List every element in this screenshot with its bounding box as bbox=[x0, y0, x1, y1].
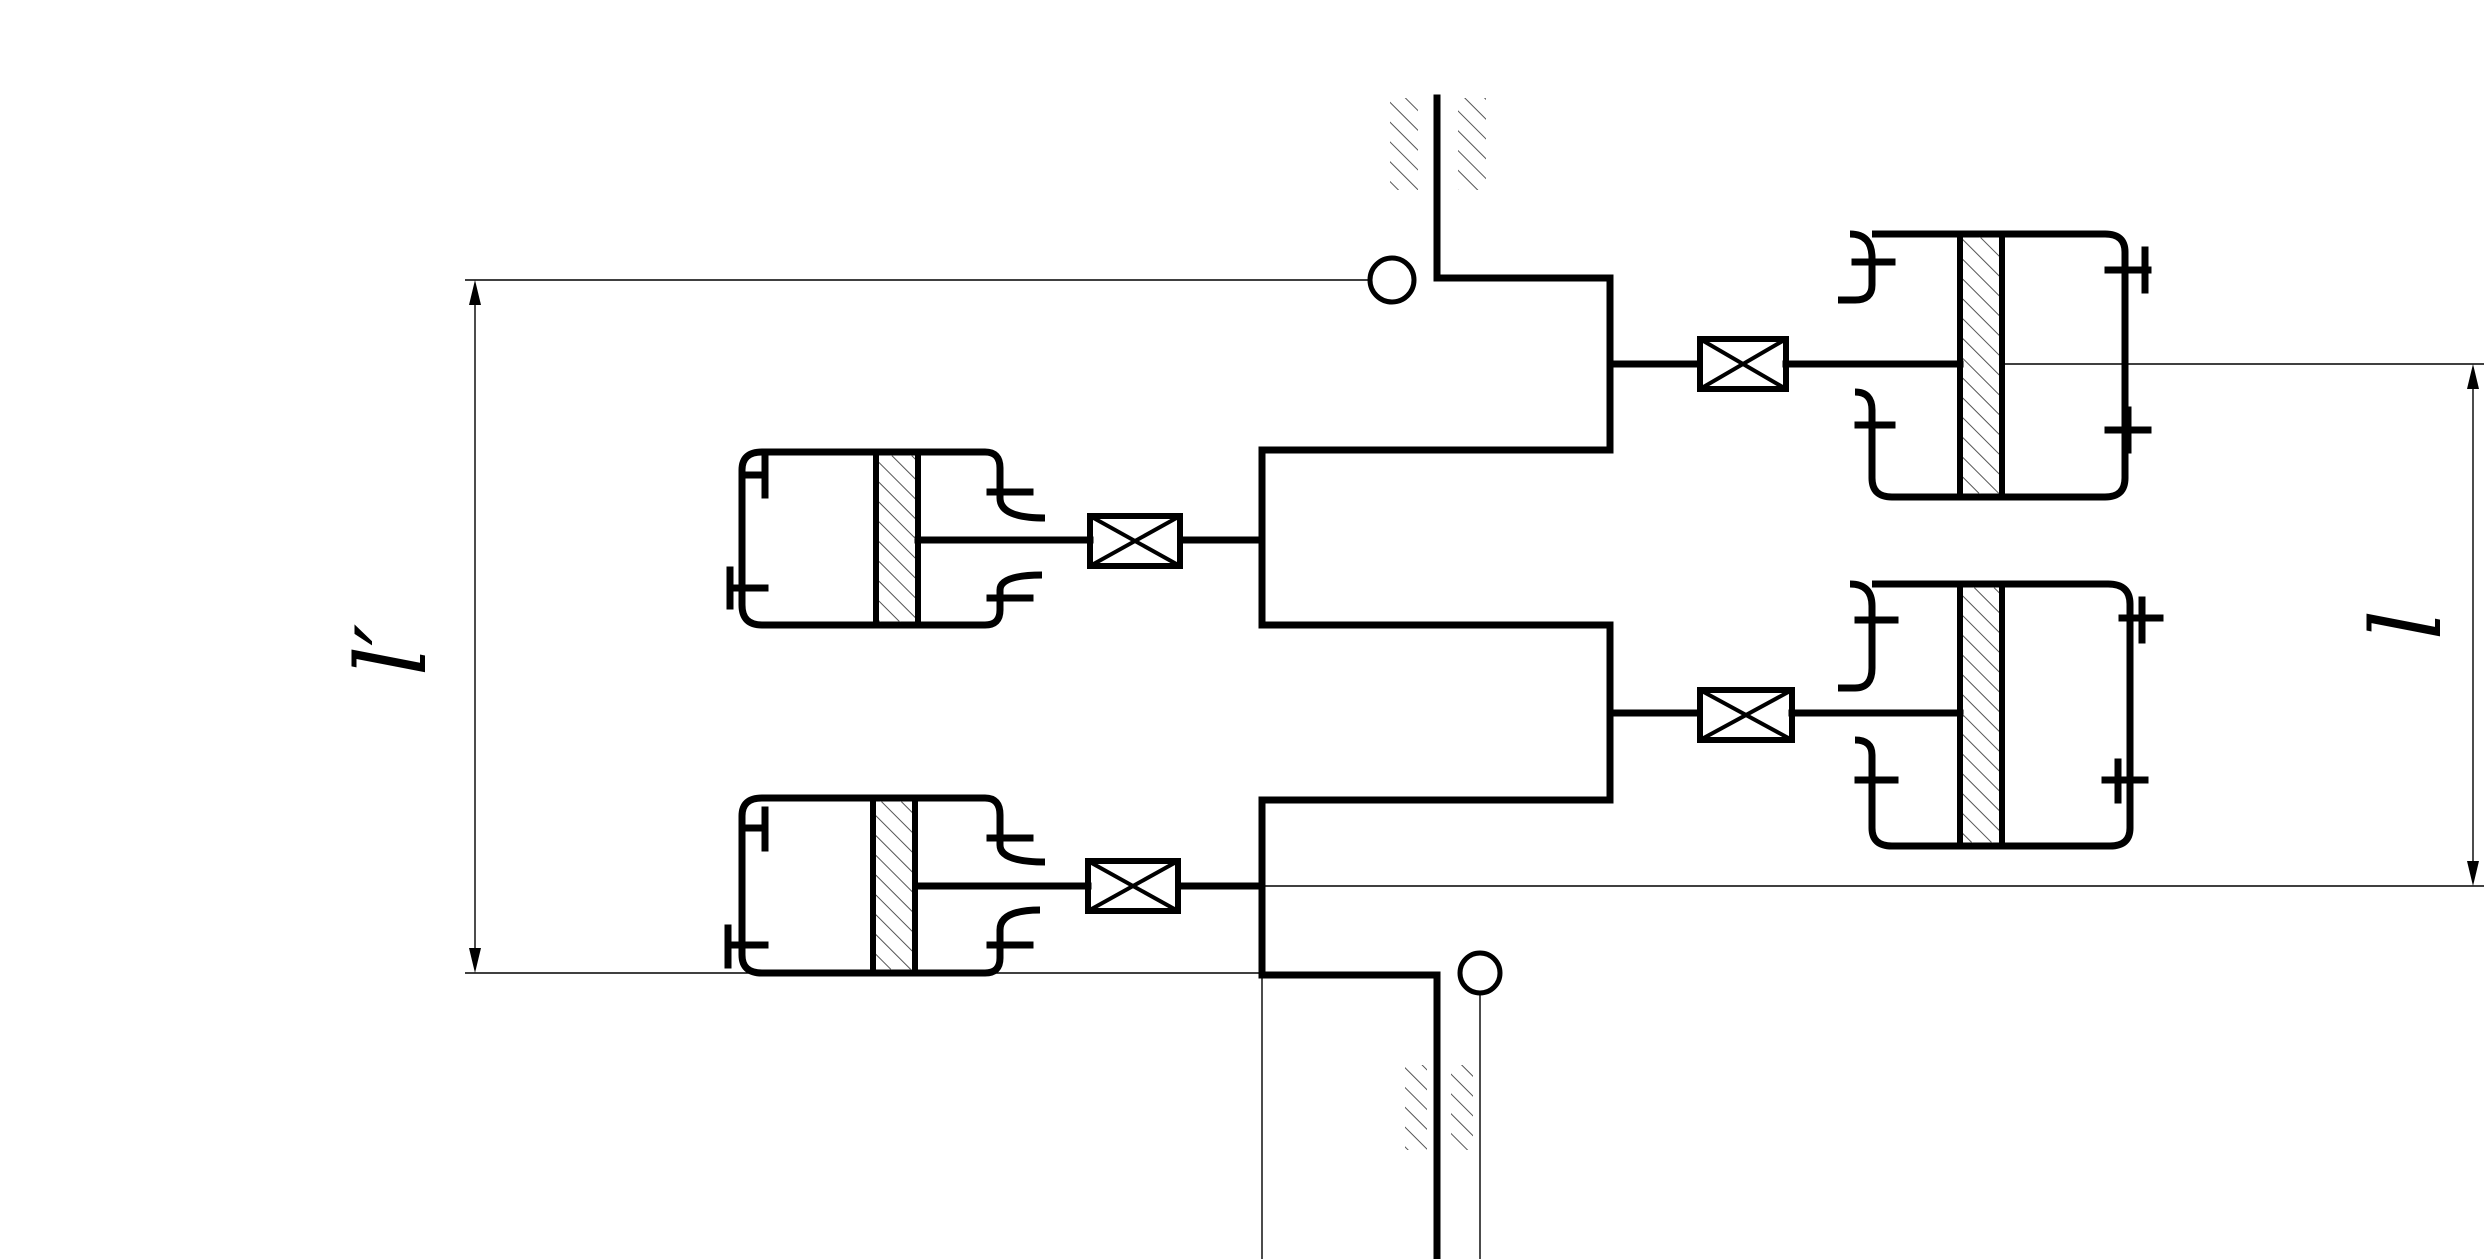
slider-box-bottom-right bbox=[1697, 687, 1795, 743]
dimension-left: l′ bbox=[336, 279, 1372, 974]
bottom-bearing bbox=[1405, 971, 1473, 1259]
dimension-label-left: l′ bbox=[336, 624, 448, 677]
crankshaft bbox=[1176, 274, 1704, 979]
dimension-label-right: l bbox=[2351, 610, 2463, 641]
cylinder-bottom-right bbox=[1838, 580, 2164, 850]
cylinder-top-left bbox=[726, 448, 1046, 629]
dimension-right: l bbox=[1262, 363, 2484, 887]
bottom-hinge-icon bbox=[1457, 950, 1503, 996]
slider-box-top-right bbox=[1697, 336, 1789, 392]
slider-box-bottom-left bbox=[1085, 858, 1181, 914]
top-bearing bbox=[1390, 94, 1486, 282]
cylinder-top-right bbox=[1838, 230, 2152, 501]
top-hinge-icon bbox=[1367, 255, 1417, 305]
slider-box-top-left bbox=[1087, 513, 1183, 569]
